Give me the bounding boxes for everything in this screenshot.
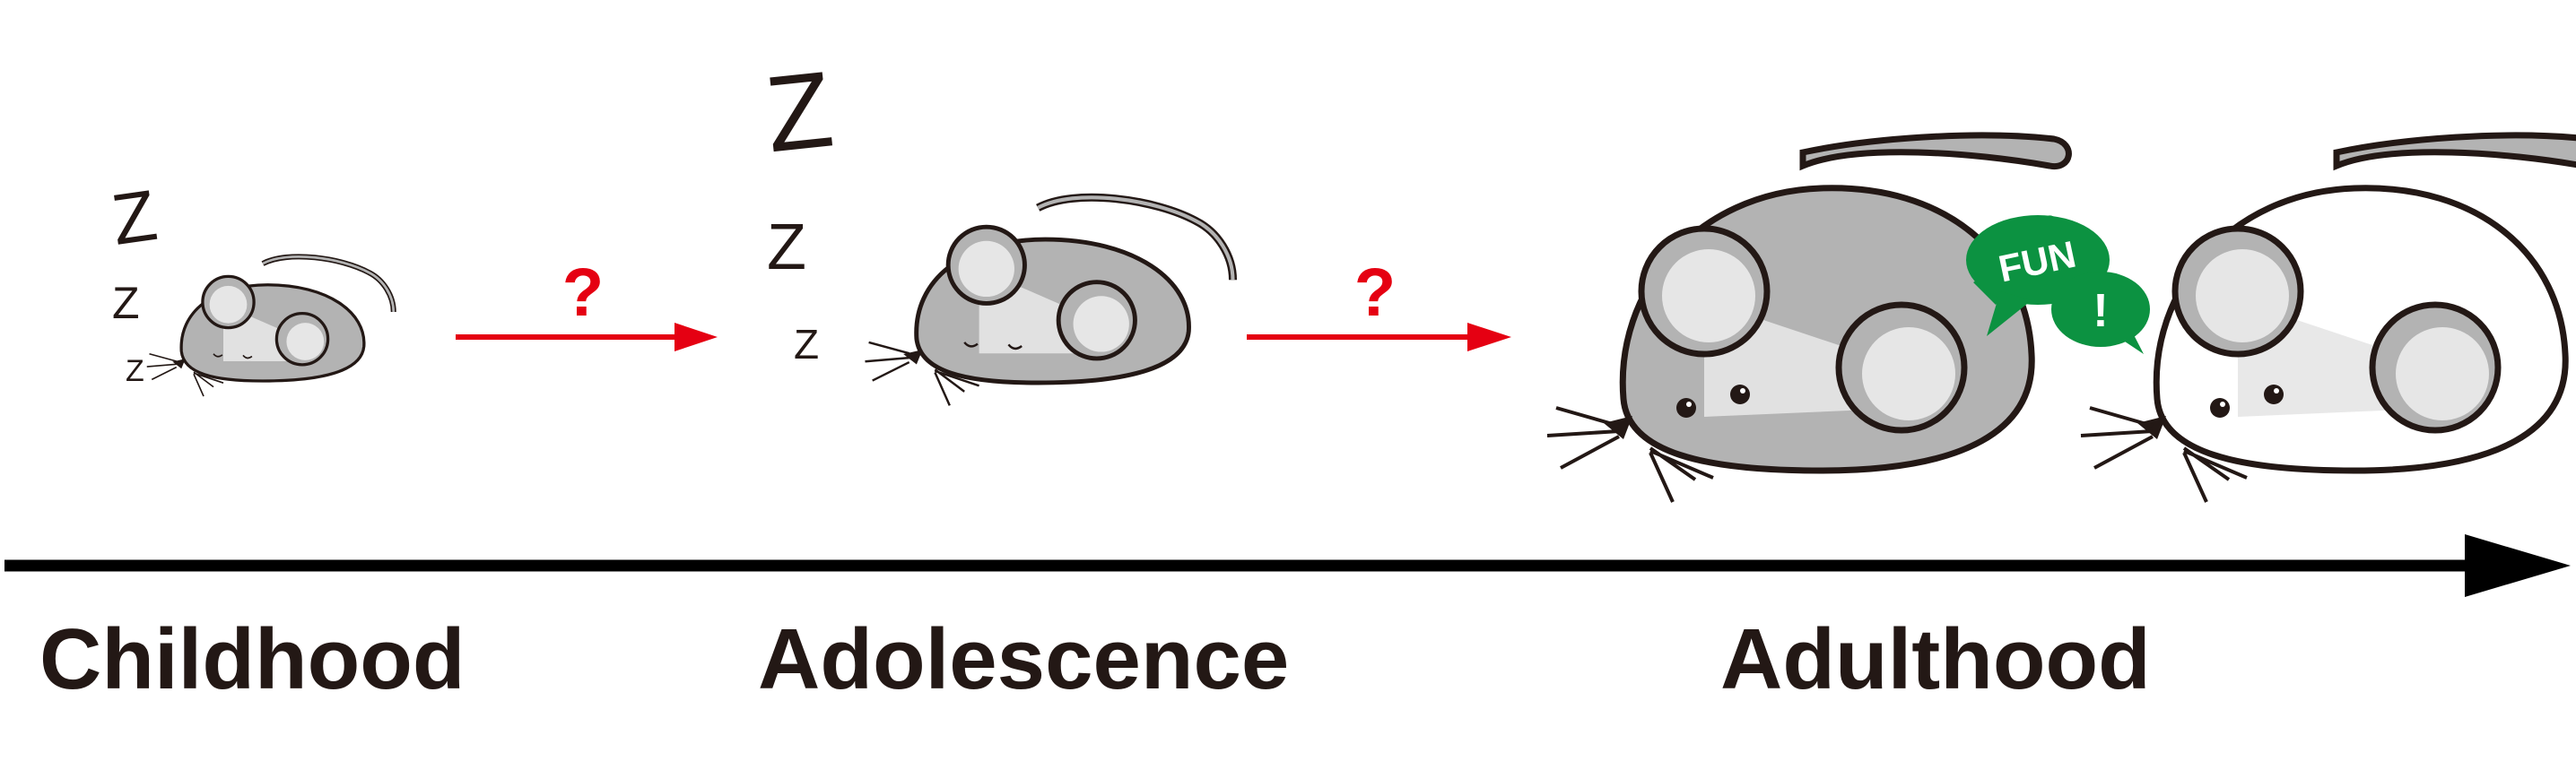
adult-white-mouse: [2081, 135, 2576, 502]
childhood-mouse: [147, 256, 394, 396]
sleep-z-medium: Z: [112, 278, 140, 328]
sleep-z-medium-2: Z: [767, 212, 806, 283]
question-mark-1: ?: [562, 255, 604, 331]
sleep-z-small-2: Z: [794, 321, 819, 368]
question-mark-2: ?: [1354, 255, 1396, 331]
transition-arrow-1: [456, 323, 718, 351]
speech-exclaim-text: !: [2093, 285, 2108, 337]
sleep-z-small: Z: [126, 354, 144, 388]
adult-gray-mouse: [1547, 135, 2068, 502]
stage-label-adulthood: Adulthood: [1720, 611, 2151, 707]
sleep-z-large-2: Z: [761, 48, 839, 175]
speech-bubble-exclaim: [2051, 272, 2150, 354]
adolescence-mouse: [866, 197, 1233, 405]
stage-label-adolescence: Adolescence: [758, 611, 1290, 707]
sleep-z-large: Z: [107, 175, 161, 260]
stage-label-childhood: Childhood: [39, 611, 466, 707]
timeline-arrow: [4, 534, 2571, 597]
transition-arrow-2: [1247, 323, 1511, 351]
